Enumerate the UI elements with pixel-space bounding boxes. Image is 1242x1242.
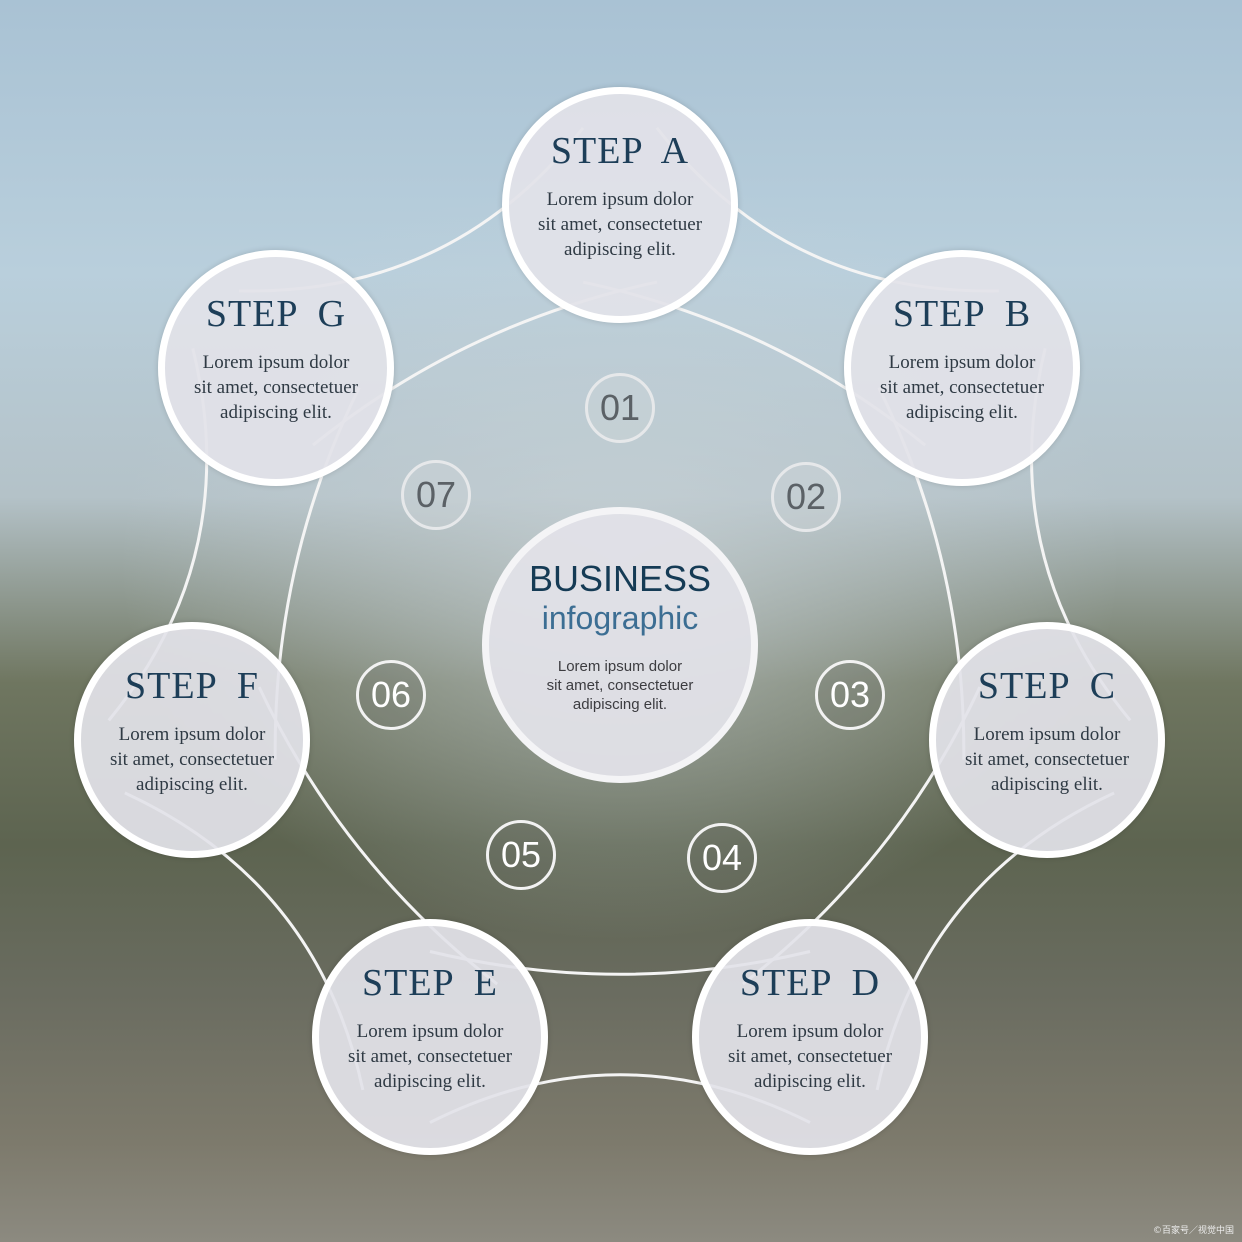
step-number-01: 01 [585, 373, 655, 443]
step-g-circle: STEP G Lorem ipsum dolor sit amet, consect… [158, 250, 394, 486]
step-a-circle: STEP A Lorem ipsum dolor sit amet, consect… [502, 87, 738, 323]
step-text-line: adipiscing elit. [906, 401, 1018, 423]
step-text-line: Lorem ipsum dolor [973, 723, 1121, 745]
step-c-circle: STEP C Lorem ipsum dolor sit amet, consect… [929, 622, 1165, 858]
step-b-circle: STEP B Lorem ipsum dolor sit amet, consect… [844, 250, 1080, 486]
step-text-line: sit amet, consectetuer [537, 213, 703, 235]
step-text: Lorem ipsum dolor sit amet, consectetuer a… [348, 1019, 512, 1094]
step-text-line: sit amet, consectetuer [879, 376, 1045, 398]
step-text-line: adipiscing elit. [991, 773, 1103, 795]
center-text-line: adipiscing elit. [572, 696, 668, 713]
step-text-line: adipiscing elit. [136, 773, 248, 795]
step-number-07: 07 [401, 460, 471, 530]
step-number-04: 04 [687, 823, 757, 893]
step-title: STEP F [125, 664, 259, 707]
step-number-03: 03 [815, 660, 885, 730]
step-text-line: sit amet, consectetuer [727, 1045, 893, 1067]
step-text: Lorem ipsum dolor sit amet, consectetuer a… [538, 187, 702, 262]
step-title: STEP D [739, 961, 881, 1004]
step-text: Lorem ipsum dolor sit amet, consectetuer a… [194, 350, 358, 425]
step-title: STEP C [977, 664, 1117, 707]
step-text-line: Lorem ipsum dolor [736, 1020, 884, 1042]
step-text: Lorem ipsum dolor sit amet, consectetuer a… [728, 1019, 892, 1094]
step-d-circle: STEP D Lorem ipsum dolor sit amet, consect… [692, 919, 928, 1155]
center-circle: BUSINESS infographic Lorem ipsum dolor s… [482, 507, 758, 783]
center-subtitle: infographic [541, 600, 699, 636]
step-title: STEP E [362, 961, 498, 1004]
center-text: Lorem ipsum dolor sit amet, consectetuer… [547, 657, 694, 714]
step-text-line: Lorem ipsum dolor [202, 351, 350, 373]
step-title: STEP B [892, 292, 1032, 335]
center-text-line: sit amet, consectetuer [546, 677, 694, 694]
step-number-05: 05 [486, 820, 556, 890]
step-text-line: adipiscing elit. [374, 1070, 486, 1092]
step-text-line: Lorem ipsum dolor [356, 1020, 504, 1042]
step-number-06: 06 [356, 660, 426, 730]
step-text-line: Lorem ipsum dolor [118, 723, 266, 745]
step-e-circle: STEP E Lorem ipsum dolor sit amet, consect… [312, 919, 548, 1155]
step-number-02: 02 [771, 462, 841, 532]
step-text-line: sit amet, consectetuer [109, 748, 275, 770]
step-text: Lorem ipsum dolor sit amet, consectetuer a… [965, 722, 1129, 797]
step-text: Lorem ipsum dolor sit amet, consectetuer a… [110, 722, 274, 797]
step-text: Lorem ipsum dolor sit amet, consectetuer a… [880, 350, 1044, 425]
watermark: ©百家号／视觉中国 [1152, 1226, 1234, 1236]
center-title: BUSINESS [528, 558, 712, 599]
step-text-line: Lorem ipsum dolor [546, 188, 694, 210]
step-text-line: adipiscing elit. [754, 1070, 866, 1092]
step-text-line: sit amet, consectetuer [964, 748, 1130, 770]
step-f-circle: STEP F Lorem ipsum dolor sit amet, consect… [74, 622, 310, 858]
step-title: STEP G [205, 292, 347, 335]
center-text-line: Lorem ipsum dolor [557, 658, 683, 675]
step-text-line: adipiscing elit. [220, 401, 332, 423]
step-text-line: adipiscing elit. [564, 238, 676, 260]
step-text-line: sit amet, consectetuer [347, 1045, 513, 1067]
step-text-line: Lorem ipsum dolor [888, 351, 1036, 373]
step-text-line: sit amet, consectetuer [193, 376, 359, 398]
step-title: STEP A [550, 129, 690, 172]
